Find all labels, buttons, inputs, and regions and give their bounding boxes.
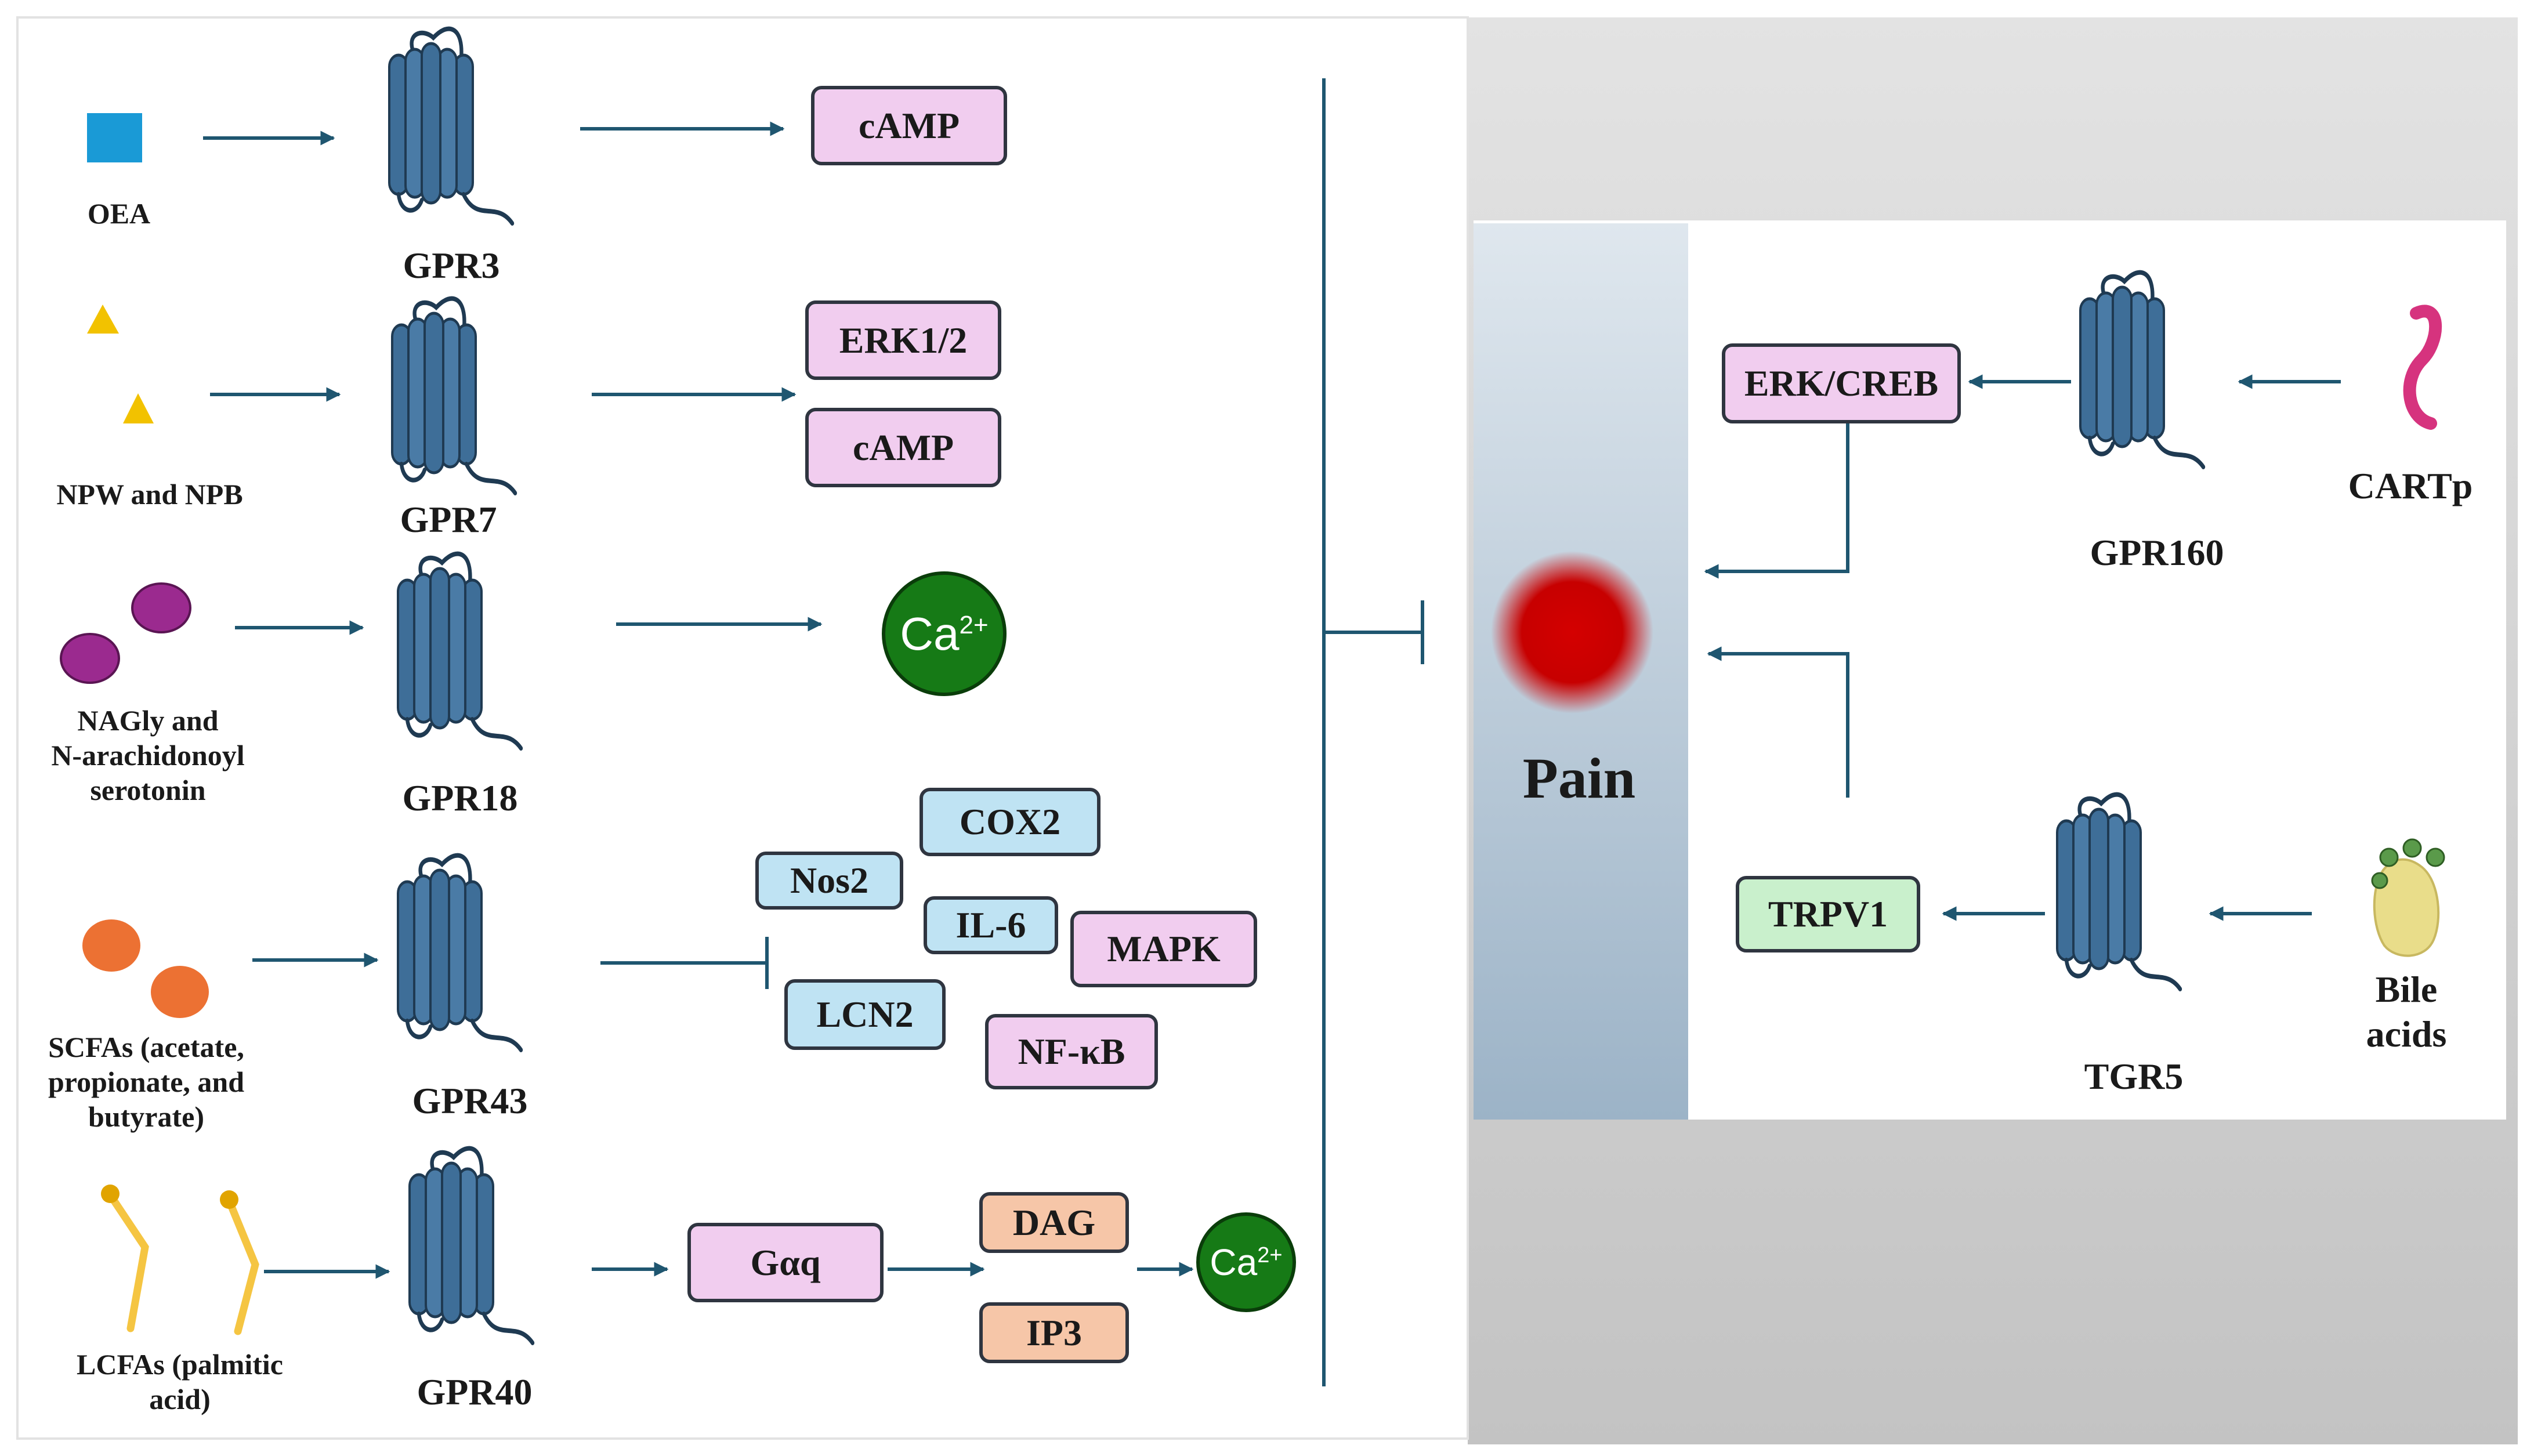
npw-npb-label: NPW and NPB [56, 478, 243, 510]
ip3-box: IP3 [979, 1302, 1129, 1363]
scfa-circle-icon [82, 919, 140, 972]
dag-box: DAG [979, 1192, 1129, 1253]
cartp-label: CARTp [2348, 465, 2473, 506]
trpv1-box: TRPV1 [1736, 876, 1920, 952]
pain-label: Pain [1522, 746, 1636, 810]
calcium-charge: 2+ [959, 610, 989, 639]
calcium-symbol: Ca [1210, 1241, 1258, 1283]
serotonin-circle-icon [60, 633, 120, 684]
npb-triangle-icon [123, 393, 154, 423]
erk-creb-box: ERK/CREB [1722, 343, 1961, 423]
il6-box: IL-6 [924, 896, 1058, 954]
nagly-label: NAGly and N-arachidonoyl serotonin [51, 704, 245, 806]
gpr18-label: GPR18 [402, 777, 518, 818]
calcium-symbol: Ca [900, 607, 960, 660]
left-panel [16, 16, 1469, 1440]
erk-creb-to-pain-arrow [1704, 421, 1849, 579]
npw-triangle-icon [87, 305, 119, 334]
nagly-circle-icon [131, 582, 191, 633]
cartp-peptide-icon [2403, 305, 2442, 430]
gpr3-label: GPR3 [403, 245, 500, 286]
oea-label: OEA [87, 197, 151, 230]
lcfa-label: LCFAs (palmitic acid) [77, 1348, 283, 1415]
lcfa-chain-icon [106, 1191, 259, 1335]
galphaq-box: Gαq [687, 1223, 884, 1302]
calcium-charge: 2+ [1257, 1243, 1283, 1267]
bile-acids-label: Bile acids [2366, 969, 2447, 1055]
lcfa-head-icon [101, 1185, 120, 1203]
gpr43-label: GPR43 [412, 1080, 528, 1121]
erk12-box: ERK1/2 [805, 300, 1001, 380]
tgr5-label: TGR5 [2084, 1056, 2184, 1097]
lcn2-box: LCN2 [784, 979, 946, 1050]
bile-acids-icon [2371, 838, 2445, 957]
gpr40-label: GPR40 [417, 1371, 533, 1412]
oea-square-icon [87, 113, 142, 162]
scfa-label: SCFAs (acetate, propionate, and butyrate… [48, 1031, 245, 1133]
nos2-box: Nos2 [755, 852, 903, 910]
gpr7-label: GPR7 [400, 499, 497, 540]
gpr160-label: GPR160 [2090, 532, 2224, 573]
mapk-box: MAPK [1070, 911, 1257, 987]
gpr7-camp-box: cAMP [805, 408, 1001, 487]
lcfa-head-icon [220, 1190, 238, 1209]
scfa-circle-icon [151, 966, 209, 1018]
nfkb-box: NF-κB [985, 1014, 1158, 1089]
pain-dot [1491, 551, 1653, 713]
gpr3-camp-box: cAMP [811, 86, 1007, 165]
trpv1-to-pain-arrow [1707, 646, 1849, 798]
cox2-box: COX2 [920, 788, 1101, 856]
